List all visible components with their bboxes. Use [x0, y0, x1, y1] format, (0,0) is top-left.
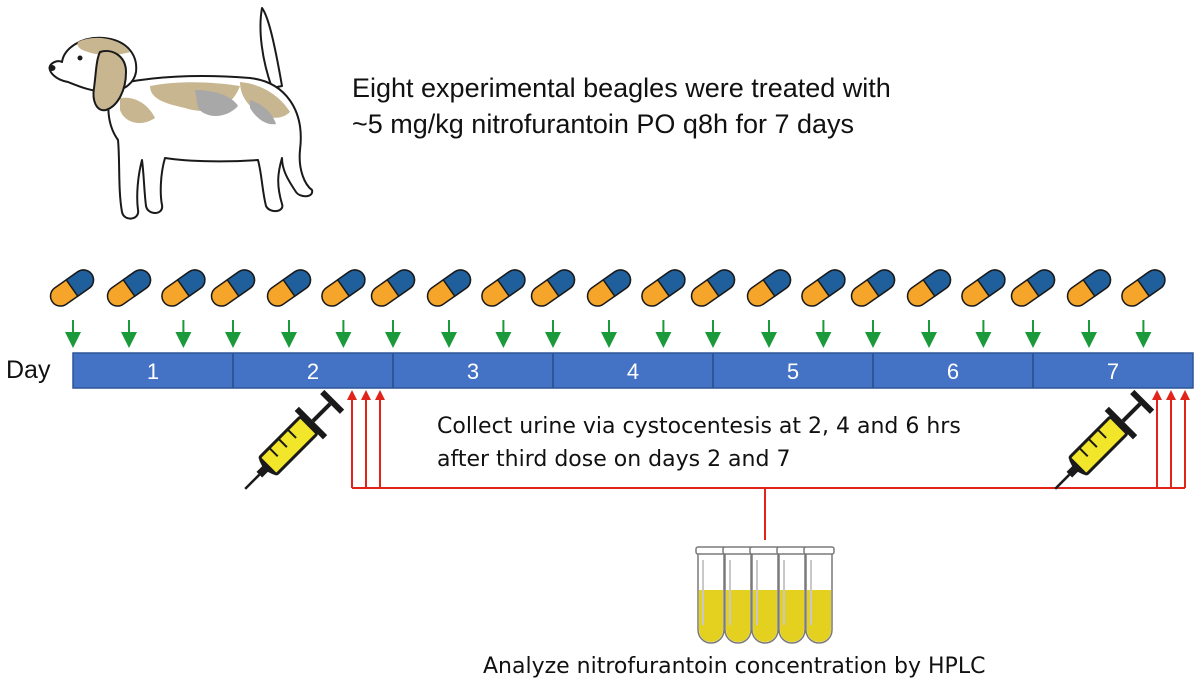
analysis-note: Analyze nitrofurantoin concentration by … — [483, 654, 986, 679]
day-number-label: 2 — [307, 359, 319, 384]
dose-arrows — [65, 320, 1152, 348]
syringe-icon — [244, 389, 345, 490]
test-tube — [749, 546, 781, 644]
capsule-icon — [1066, 269, 1112, 307]
test-tube — [776, 546, 808, 644]
description-line-1: Eight experimental beagles were treated … — [352, 73, 891, 103]
collection-arrowhead — [1180, 390, 1190, 400]
syringe-icon — [1054, 389, 1155, 490]
day-number-label: 5 — [787, 359, 799, 384]
capsule-icon — [49, 269, 95, 307]
capsule-icon — [161, 269, 206, 307]
capsule-icon — [530, 269, 576, 307]
capsule-icon — [906, 269, 952, 307]
capsule-icon — [321, 269, 366, 307]
collection-arrowhead — [361, 390, 371, 400]
capsule-icon — [1010, 269, 1056, 307]
collection-line-2: after third dose on days 2 and 7 — [437, 447, 791, 472]
test-tubes-icon — [695, 546, 835, 644]
capsule-icon — [961, 269, 1006, 307]
capsule-icon — [690, 269, 736, 307]
collection-line-1: Collect urine via cystocentesis at 2, 4 … — [437, 414, 961, 439]
capsule-icon — [370, 269, 416, 307]
capsule-icon — [1121, 269, 1166, 307]
collection-arrowhead — [347, 390, 357, 400]
capsule-row — [49, 269, 1166, 307]
timeline-bar — [72, 352, 1194, 389]
beagle-dog-icon — [48, 7, 314, 220]
day-number-label: 6 — [947, 359, 959, 384]
capsule-icon — [210, 269, 256, 307]
collection-arrows — [347, 390, 1190, 488]
capsule-icon — [426, 269, 472, 307]
capsule-icon — [481, 269, 526, 307]
capsule-icon — [850, 269, 896, 307]
collection-arrowhead — [1152, 390, 1162, 400]
capsule-icon — [641, 269, 686, 307]
capsule-icon — [586, 269, 632, 307]
day-number-label: 4 — [627, 359, 639, 384]
collection-connector — [352, 487, 1185, 540]
collection-arrowhead — [375, 390, 385, 400]
capsule-icon — [746, 269, 792, 307]
day-timeline: 1 2 3 4 5 6 7 — [72, 352, 1194, 389]
capsule-icon — [801, 269, 846, 307]
day-number-label: 1 — [147, 359, 159, 384]
test-tube — [803, 546, 835, 644]
day-axis-label: Day — [6, 356, 51, 384]
test-tube — [722, 546, 754, 644]
capsule-icon — [106, 269, 152, 307]
day-number-label: 7 — [1107, 359, 1119, 384]
study-description: Eight experimental beagles were treated … — [352, 70, 891, 142]
collection-note: Collect urine via cystocentesis at 2, 4 … — [437, 410, 961, 476]
day-number-label: 3 — [467, 359, 479, 384]
capsule-icon — [266, 269, 312, 307]
test-tube — [695, 546, 727, 644]
collection-arrowhead — [1166, 390, 1176, 400]
description-line-2: ~5 mg/kg nitrofurantoin PO q8h for 7 day… — [352, 109, 855, 139]
